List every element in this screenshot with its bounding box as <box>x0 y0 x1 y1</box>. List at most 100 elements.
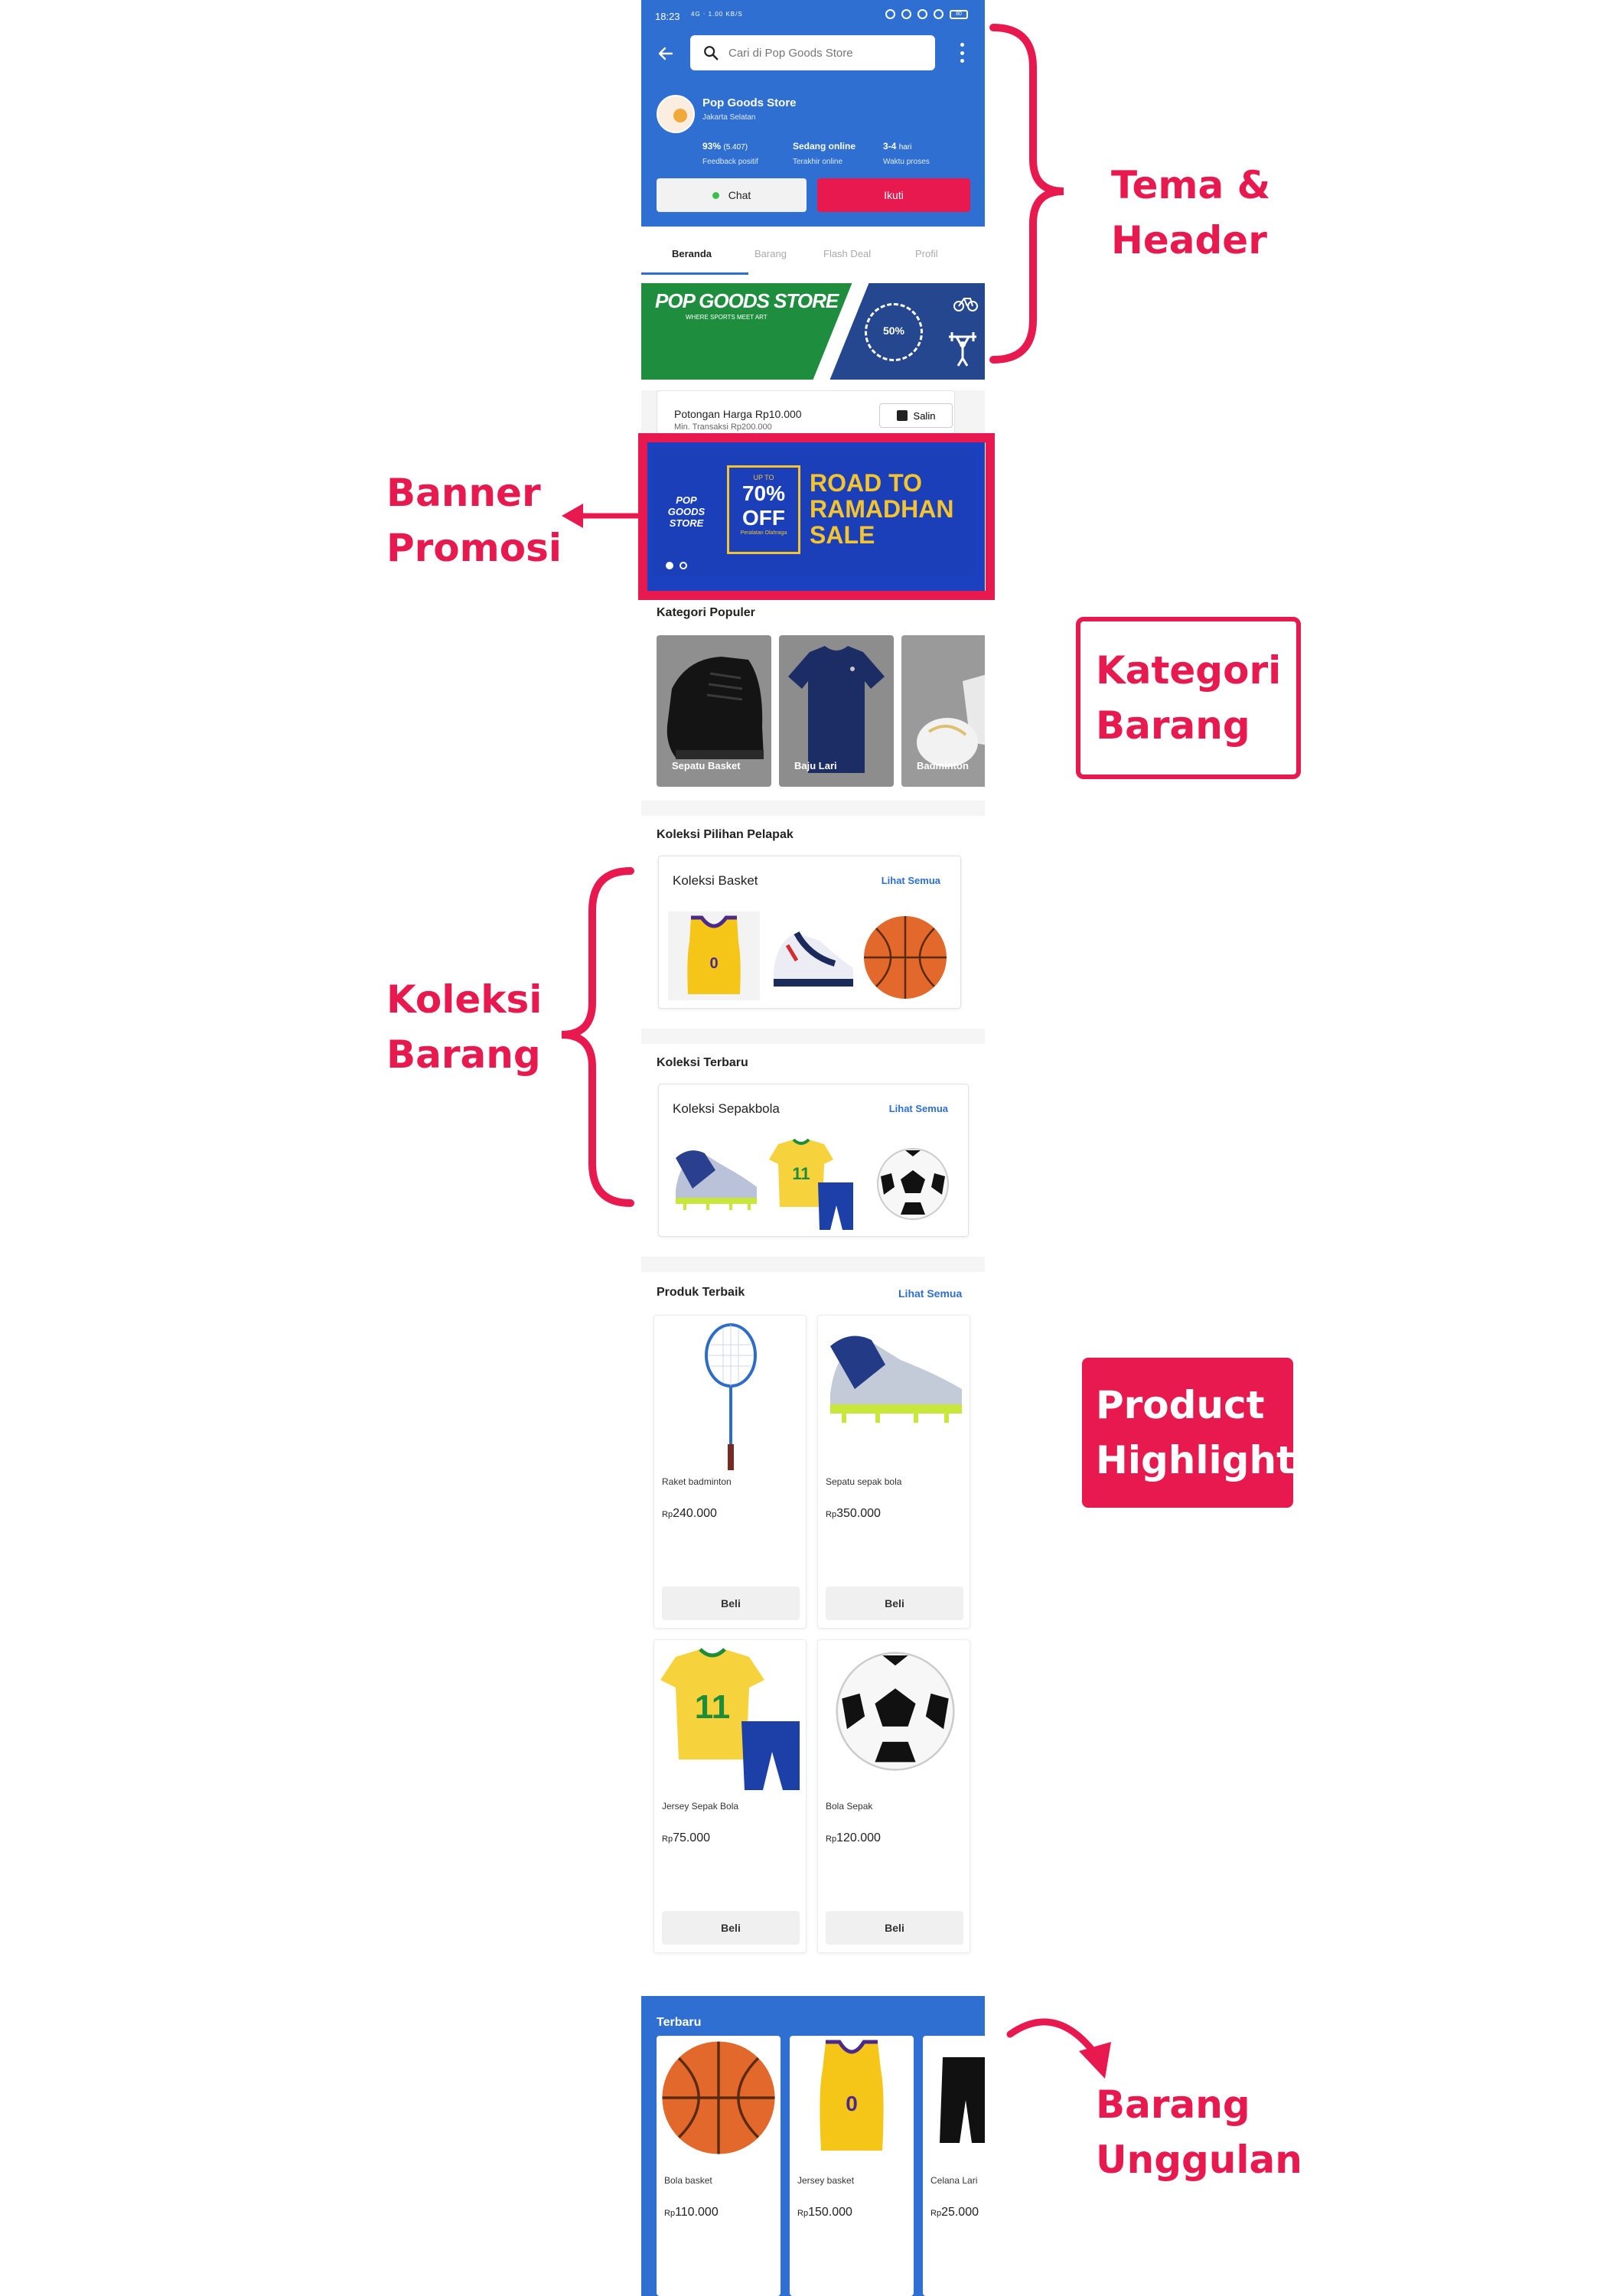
product-card[interactable]: 11 Jersey Sepak Bola Rp75.000 Beli <box>653 1639 807 1953</box>
stat-label: Feedback positif <box>702 158 758 166</box>
buy-button[interactable]: Beli <box>662 1587 800 1620</box>
annotation-line: Promosi <box>386 526 562 570</box>
voucher-title: Potongan Harga Rp10.000 <box>674 408 802 420</box>
category-card[interactable]: Badminton <box>901 635 985 787</box>
chat-button[interactable]: Chat <box>657 178 807 212</box>
basketball-icon <box>864 916 947 999</box>
collection-name: Koleksi Sepakbola <box>673 1101 780 1116</box>
soccer-ball-icon <box>877 1148 949 1220</box>
basketball-shoe-icon <box>666 657 764 759</box>
football-jersey-icon: 11 <box>769 1138 853 1230</box>
soccer-ball-icon <box>836 1652 955 1771</box>
chat-label: Chat <box>728 189 751 201</box>
product-name: Bola Sepak <box>826 1801 873 1812</box>
best-products-title: Produk Terbaik <box>657 1286 745 1299</box>
do-not-disturb-icon <box>901 9 911 19</box>
svg-text:11: 11 <box>695 1688 731 1726</box>
store-location: Jakarta Selatan <box>702 113 756 122</box>
search-input[interactable] <box>728 46 912 60</box>
annotation-banner: Banner Promosi <box>386 465 562 576</box>
more-options-icon[interactable] <box>960 43 965 63</box>
tab-flash-deal[interactable]: Flash Deal <box>823 248 872 259</box>
product-price: Rp75.000 <box>662 1831 710 1845</box>
product-price: Rp350.000 <box>826 1507 881 1521</box>
store-banner-tagline: WHERE SPORTS MEET ART <box>686 314 768 321</box>
tab-profil[interactable]: Profil <box>915 248 938 259</box>
category-label: Badminton <box>917 760 969 771</box>
tab-indicator <box>641 272 748 275</box>
stat-process-time: 3-4 hari Waktu proses <box>883 141 930 166</box>
product-price: Rp110.000 <box>664 2206 719 2219</box>
basketball-shoe-icon <box>774 931 853 987</box>
shuttlecock-icon <box>917 674 985 767</box>
stat-sub: (5.407) <box>723 143 748 152</box>
category-card[interactable]: Sepatu Basket <box>657 635 771 787</box>
curved-arrow-icon <box>1006 2018 1111 2079</box>
stat-value: 93% <box>702 141 722 152</box>
product-price: Rp240.000 <box>662 1507 717 1521</box>
annotation-line: Barang <box>1096 2082 1250 2127</box>
football-jersey-icon: 11 <box>660 1648 800 1790</box>
battery-icon: 80 <box>950 9 968 19</box>
left-arrow-icon <box>562 504 641 528</box>
promo-banner[interactable]: POP GOODS STORE UP TO 70% OFF Peralatan … <box>641 436 985 597</box>
voucher-section: Potongan Harga Rp10.000 Min. Transaksi R… <box>641 390 985 436</box>
follow-button[interactable]: Ikuti <box>817 178 970 212</box>
product-name: Sepatu sepak bola <box>826 1476 902 1487</box>
newest-section: Terbaru Bola basket Rp110.000 0 Jersey b… <box>641 1996 985 2296</box>
section-divider <box>641 1257 985 1272</box>
collection-card[interactable]: Koleksi Sepakbola Lihat Semua 11 <box>658 1084 969 1237</box>
newest-title: Terbaru <box>657 2016 702 2029</box>
buy-button[interactable]: Beli <box>826 1587 963 1620</box>
annotation-line: Koleksi <box>386 977 543 1022</box>
banner-highlight-frame <box>638 433 995 600</box>
annotation-collection: Koleksi Barang <box>386 972 542 1082</box>
tab-beranda[interactable]: Beranda <box>672 248 712 259</box>
product-name: Bola basket <box>664 2175 712 2186</box>
annotation-line: Barang <box>386 1032 541 1077</box>
product-card[interactable]: Bola Sepak Rp120.000 Beli <box>817 1639 970 1953</box>
svg-text:0: 0 <box>709 955 718 972</box>
football-boot-icon <box>830 1336 962 1423</box>
store-banner[interactable]: POP GOODS STORE WHERE SPORTS MEET ART 50… <box>641 283 985 380</box>
store-tabs: Beranda Barang Flash Deal Profil <box>641 227 985 283</box>
app-screen: 18:23 4G ‧ 1.00 KB/S 80 Pop Goods Store … <box>641 0 985 2296</box>
price-currency: Rp <box>662 1835 673 1844</box>
carousel-dots[interactable] <box>666 562 687 569</box>
buy-button[interactable]: Beli <box>662 1911 800 1945</box>
collection-name: Koleksi Basket <box>673 873 758 888</box>
price-value: 240.000 <box>673 1507 717 1520</box>
stat-sub: hari <box>898 143 912 152</box>
annotation-product: Product Highlight <box>1082 1358 1295 1508</box>
store-avatar <box>657 95 695 133</box>
price-value: 120.000 <box>836 1831 881 1844</box>
product-card[interactable]: Sepatu sepak bola Rp350.000 Beli <box>817 1315 970 1629</box>
copy-voucher-button[interactable]: Salin <box>879 403 953 428</box>
see-all-link[interactable]: Lihat Semua <box>888 1103 948 1114</box>
tab-barang[interactable]: Barang <box>754 248 787 259</box>
annotation-line: Highlight <box>1096 1438 1295 1482</box>
store-header: 18:23 4G ‧ 1.00 KB/S 80 Pop Goods Store … <box>641 0 985 227</box>
store-banner-title: POP GOODS STORE <box>655 289 839 312</box>
product-card[interactable]: Celana Lari Rp25.000 <box>923 2036 985 2296</box>
status-icons: 80 <box>885 9 968 19</box>
copy-label: Salin <box>913 409 936 422</box>
buy-button[interactable]: Beli <box>826 1911 963 1945</box>
category-card[interactable]: Baju Lari <box>779 635 894 787</box>
discount-box: UP TO 70% OFF Peralatan Olahraga <box>727 465 800 554</box>
price-value: 25.000 <box>941 2206 979 2219</box>
see-all-link[interactable]: Lihat Semua <box>898 1287 963 1300</box>
price-currency: Rp <box>826 1835 837 1844</box>
back-arrow-icon[interactable] <box>657 44 675 63</box>
product-card[interactable]: 0 Jersey basket Rp150.000 <box>790 2036 914 2296</box>
section-divider <box>641 801 985 816</box>
product-card[interactable]: Raket badminton Rp240.000 Beli <box>653 1315 807 1629</box>
search-bar[interactable] <box>690 35 935 70</box>
product-card[interactable]: Bola basket Rp110.000 <box>657 2036 781 2296</box>
product-price: Rp120.000 <box>826 1831 881 1845</box>
see-all-link[interactable]: Lihat Semua <box>881 875 940 886</box>
headline-line: RAMADHAN <box>810 495 954 523</box>
annotation-line: Unggulan <box>1096 2138 1302 2182</box>
collection-card[interactable]: Koleksi Basket Lihat Semua 0 <box>658 856 961 1009</box>
sale-badge: 50% <box>865 303 923 361</box>
